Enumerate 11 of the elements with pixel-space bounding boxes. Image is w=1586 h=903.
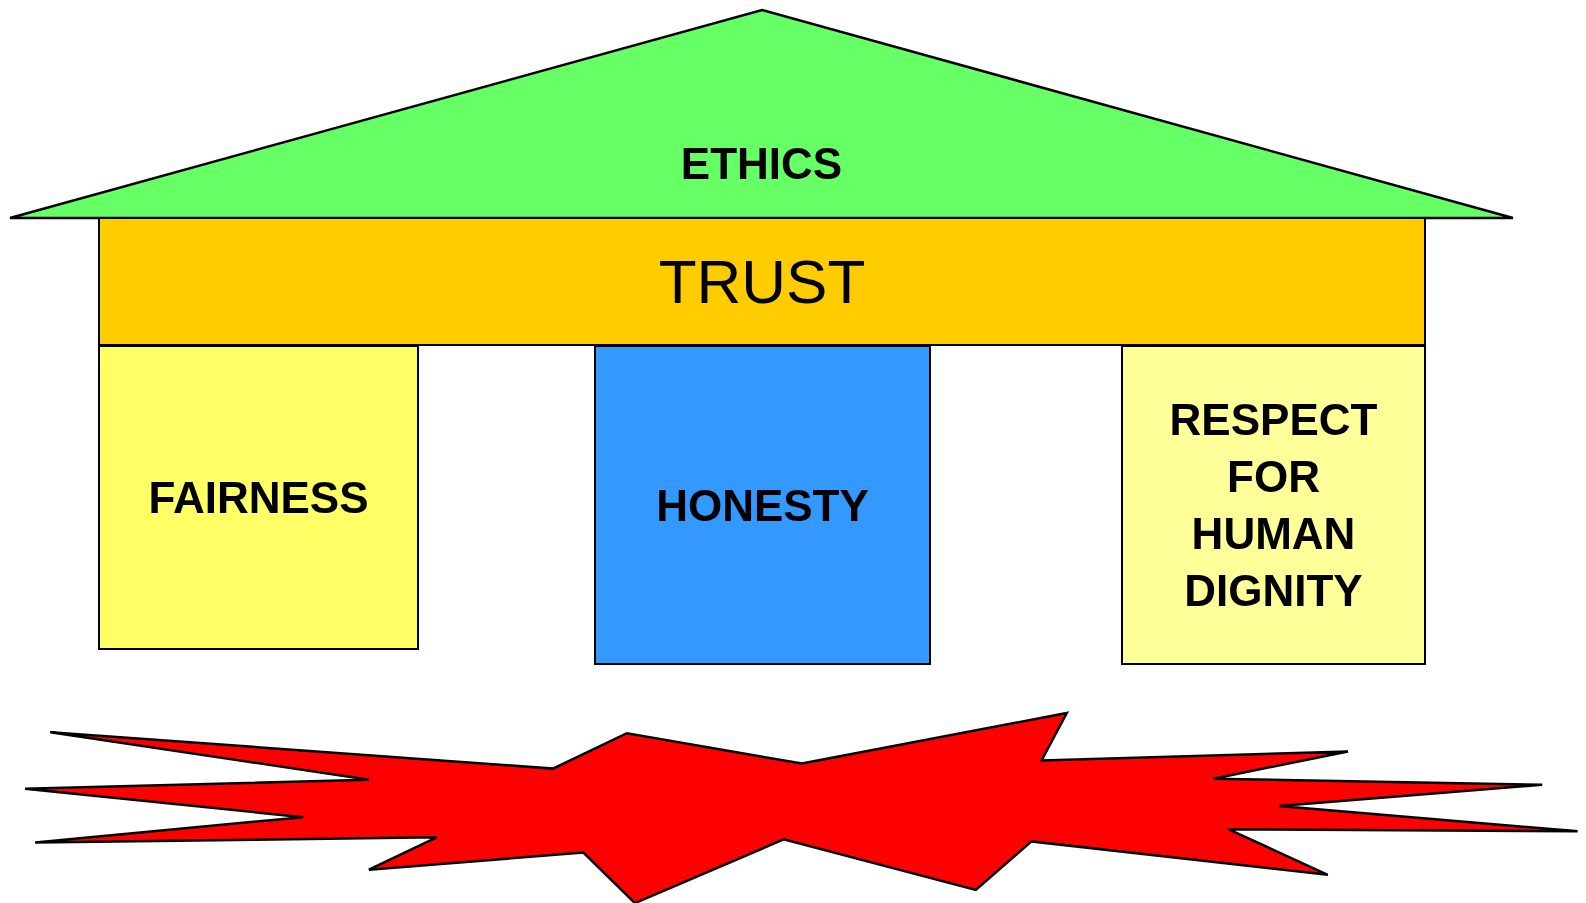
pillar-label: FAIRNESS [148, 472, 369, 524]
pillar-box [1121, 345, 1426, 665]
pillar-label: HONESTY [656, 479, 869, 532]
roof-triangle [10, 10, 1513, 218]
explosion-burst [25, 712, 1578, 903]
roof-label: ETHICS [680, 138, 843, 190]
beam-bar [98, 217, 1426, 346]
beam-label: TRUST [658, 246, 866, 317]
pillar-label: RESPECT FOR HUMAN DIGNITY [1168, 394, 1379, 617]
pillar-box [98, 345, 419, 650]
pillar-box [594, 345, 931, 665]
